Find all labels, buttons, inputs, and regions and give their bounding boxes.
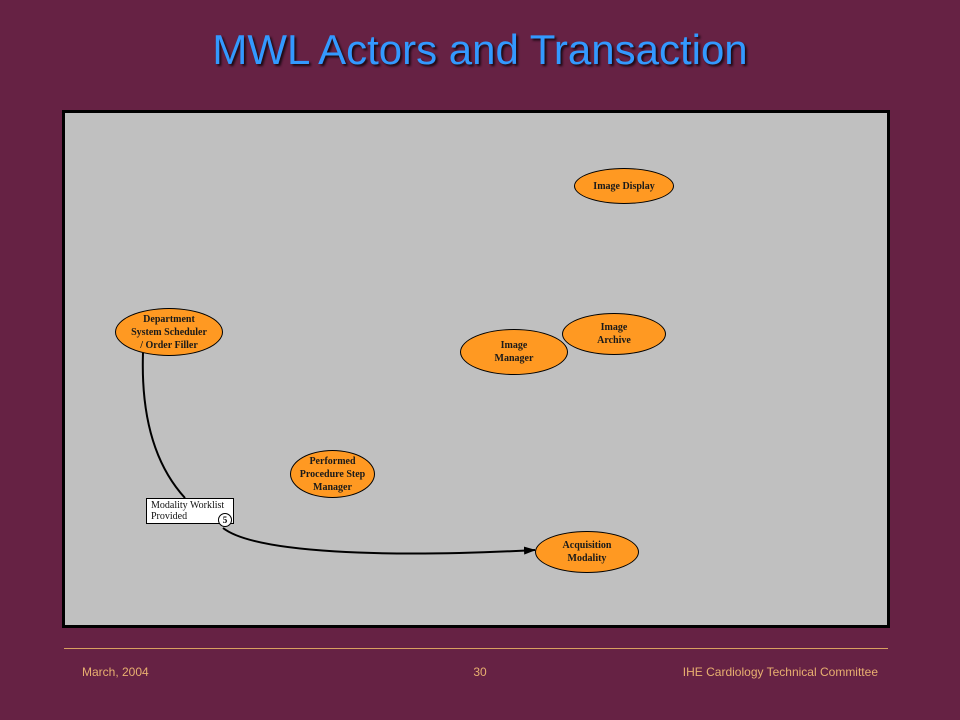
slide-title: MWL Actors and Transaction bbox=[212, 26, 748, 73]
footer-page-number: 30 bbox=[473, 665, 487, 679]
diagram-panel: Image Display Department System Schedule… bbox=[62, 110, 890, 628]
worklist-transaction-line bbox=[141, 352, 186, 499]
worklist-transaction-arrow bbox=[222, 527, 536, 555]
actor-acquisition-modality[interactable]: Acquisition Modality bbox=[535, 531, 639, 573]
transaction-number-badge: 5 bbox=[218, 513, 232, 527]
actor-image-archive[interactable]: Image Archive bbox=[562, 313, 666, 355]
transaction-connector bbox=[141, 352, 536, 555]
footer-divider bbox=[64, 648, 888, 649]
footer-date: March, 2004 bbox=[82, 665, 149, 679]
transaction-label[interactable]: Modality Worklist Provided bbox=[146, 498, 234, 524]
actor-image-display[interactable]: Image Display bbox=[574, 168, 674, 204]
actor-performed-procedure-step-manager[interactable]: Performed Procedure Step Manager bbox=[290, 450, 375, 498]
actor-image-manager[interactable]: Image Manager bbox=[460, 329, 568, 375]
actor-department-system-scheduler[interactable]: Department System Scheduler / Order Fill… bbox=[115, 308, 223, 356]
footer-organization: IHE Cardiology Technical Committee bbox=[682, 665, 878, 679]
